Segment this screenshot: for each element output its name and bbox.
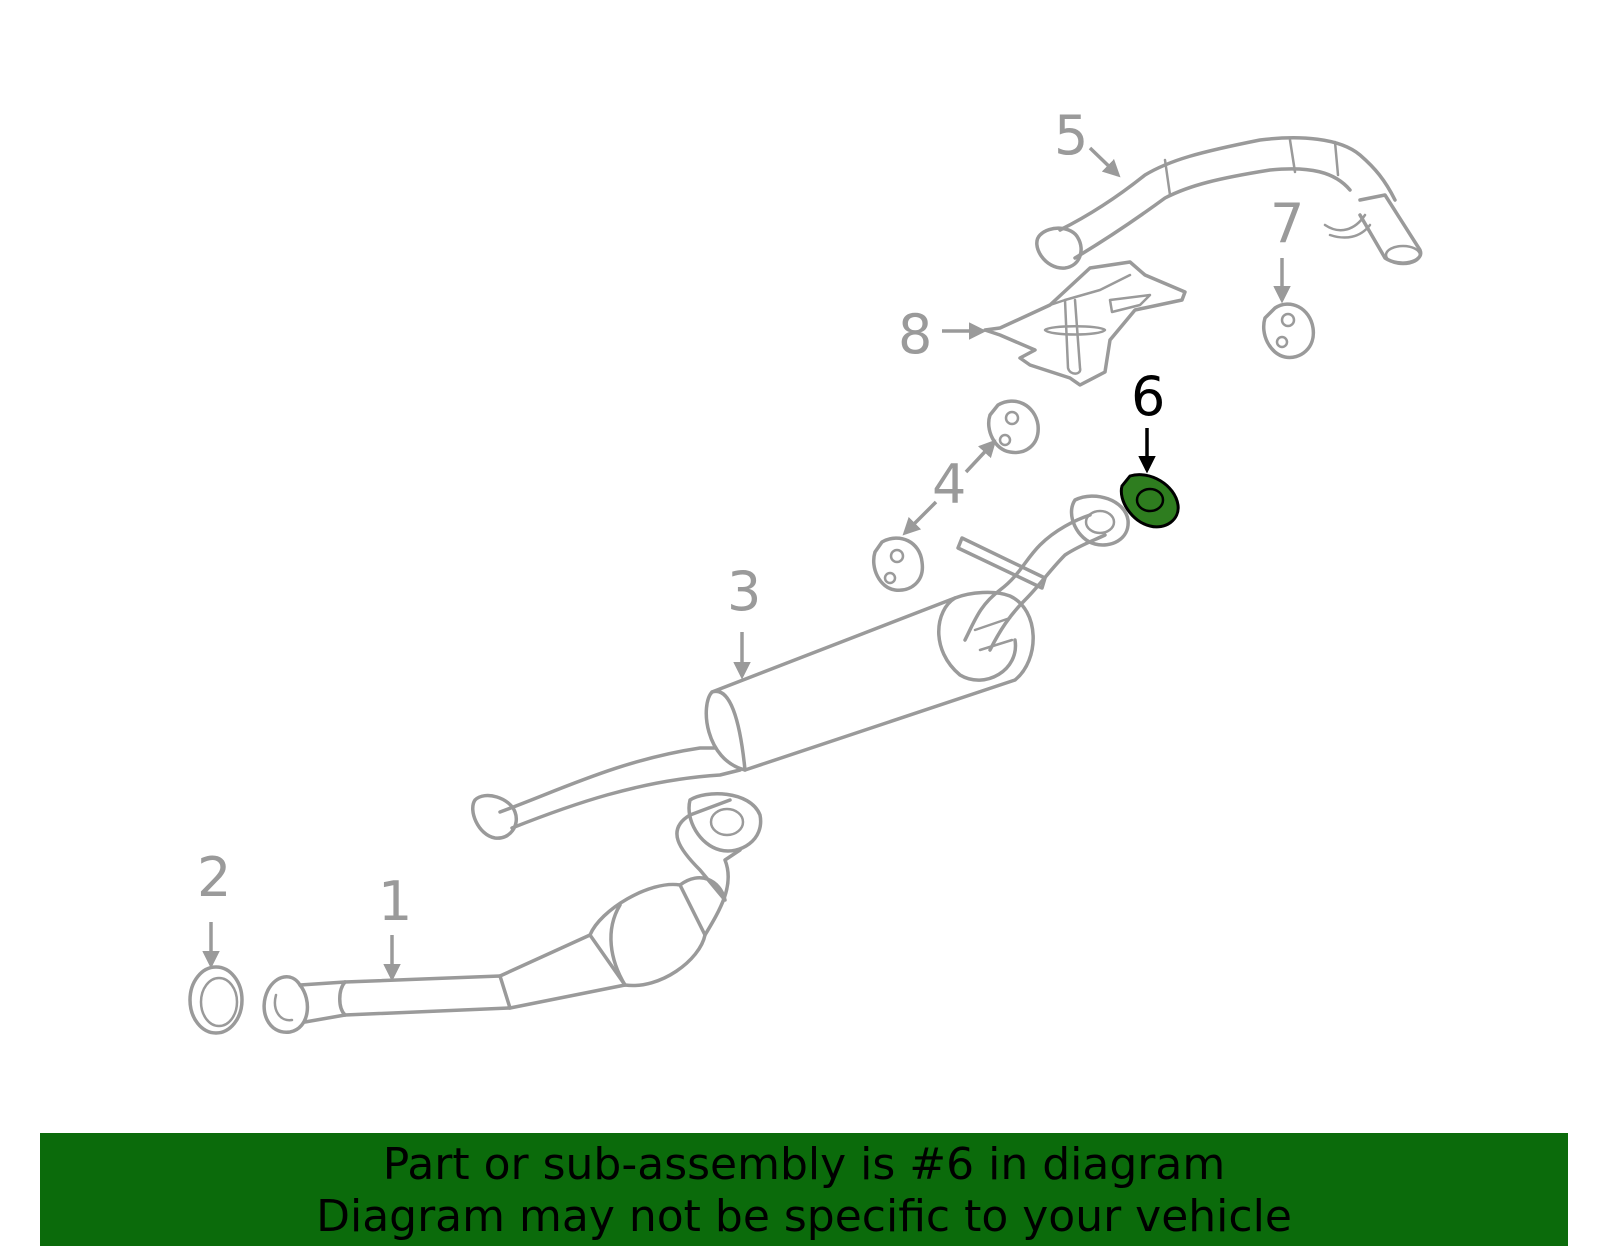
callout-6: 6 xyxy=(1131,365,1165,428)
banner-line-1: Part or sub-assembly is #6 in diagram xyxy=(382,1139,1226,1190)
arrow-5 xyxy=(1088,146,1121,178)
callout-2: 2 xyxy=(197,846,231,909)
info-banner: Part or sub-assembly is #6 in diagram Di… xyxy=(40,1133,1568,1246)
part-6-gasket-highlighted[interactable] xyxy=(1119,473,1180,529)
part-2-gasket[interactable] xyxy=(188,965,244,1035)
part-8-heat-shield[interactable] xyxy=(983,260,1187,387)
arrow-4-upper xyxy=(964,439,997,474)
part-1-front-pipe[interactable] xyxy=(262,792,763,1034)
part-4-hanger-lower[interactable] xyxy=(872,536,925,592)
part-3-muffler[interactable] xyxy=(471,494,1130,840)
part-7-hanger[interactable] xyxy=(1262,302,1316,360)
callout-3: 3 xyxy=(727,560,761,623)
callout-8: 8 xyxy=(898,303,932,366)
callout-1: 1 xyxy=(378,870,412,933)
part-5-tail-pipe[interactable] xyxy=(1035,136,1423,270)
banner-line-2: Diagram may not be specific to your vehi… xyxy=(316,1191,1292,1242)
callout-4: 4 xyxy=(932,453,966,516)
callout-7: 7 xyxy=(1270,192,1304,255)
part-4-hanger-upper[interactable] xyxy=(987,399,1040,455)
arrow-4-lower xyxy=(902,500,938,536)
callout-5: 5 xyxy=(1054,104,1088,167)
